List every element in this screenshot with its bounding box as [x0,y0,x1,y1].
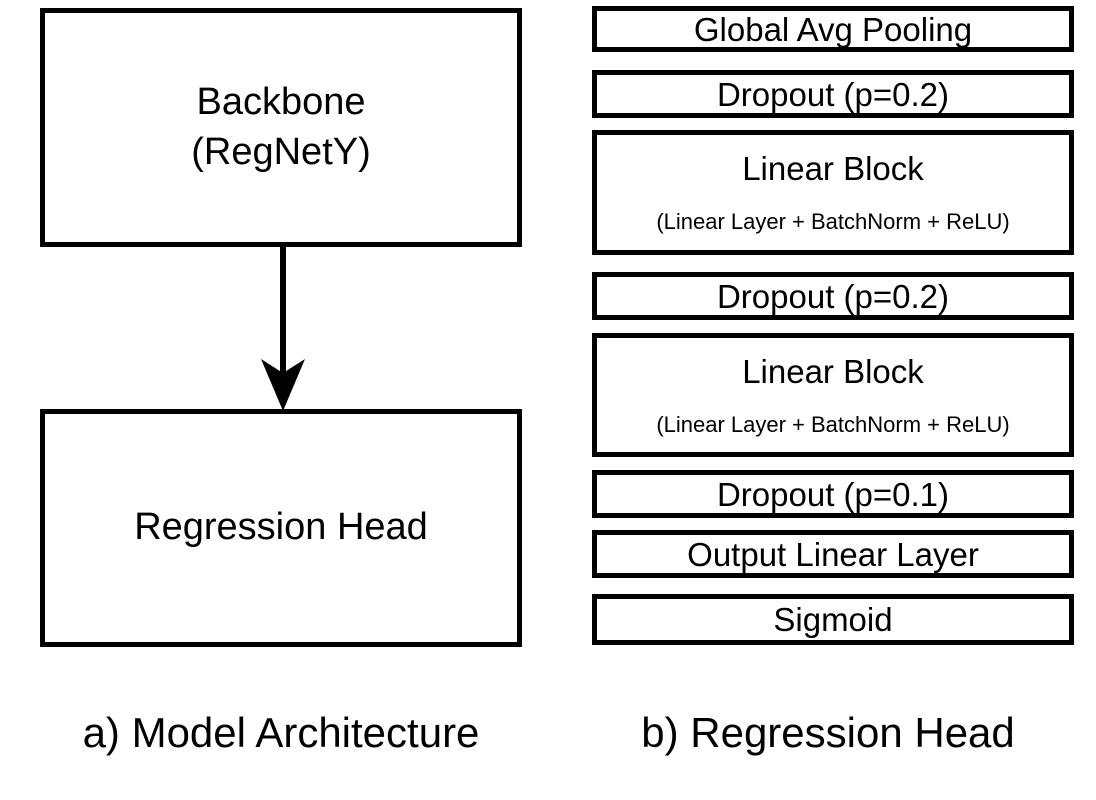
regression-head-label-line1: Regression Head [134,506,428,549]
layer-subtitle: (Linear Layer + BatchNorm + ReLU) [656,411,1010,437]
layer-box-linear-block-2: Linear Block (Linear Layer + BatchNorm +… [592,333,1074,457]
layer-box-output-linear-layer: Output Linear Layer [592,530,1074,578]
layer-title: Global Avg Pooling [693,10,973,48]
layer-box-dropout-1: Dropout (p=0.2) [592,70,1074,118]
layer-box-sigmoid: Sigmoid [592,594,1074,645]
layer-title: Output Linear Layer [687,535,979,573]
layer-title: Dropout (p=0.2) [716,277,950,315]
layer-title: Dropout (p=0.2) [716,75,950,113]
backbone-label-line1: Backbone [196,80,366,123]
regression-head-label: Regression Head [134,506,428,549]
backbone-box: Backbone (RegNetY) [40,8,522,247]
backbone-label: Backbone (RegNetY) [191,80,371,173]
layer-title: Linear Block [742,150,924,187]
caption-panel-a: a) Model Architecture [82,709,480,756]
layer-title: Sigmoid [773,601,893,638]
layer-title: Linear Block [742,352,924,390]
layer-box-dropout-3: Dropout (p=0.1) [592,470,1074,518]
caption-panel-b: b) Regression Head [641,709,1015,756]
backbone-label-line2: (RegNetY) [191,130,371,173]
layer-title: Dropout (p=0.1) [716,475,950,513]
layer-subtitle: (Linear Layer + BatchNorm + ReLU) [656,209,1010,234]
layer-box-linear-block-1: Linear Block (Linear Layer + BatchNorm +… [592,130,1074,255]
regression-head-box: Regression Head [40,409,522,647]
down-arrow-icon [261,243,305,411]
layer-box-dropout-2: Dropout (p=0.2) [592,272,1074,320]
layer-box-global-avg-pooling: Global Avg Pooling [592,6,1074,52]
